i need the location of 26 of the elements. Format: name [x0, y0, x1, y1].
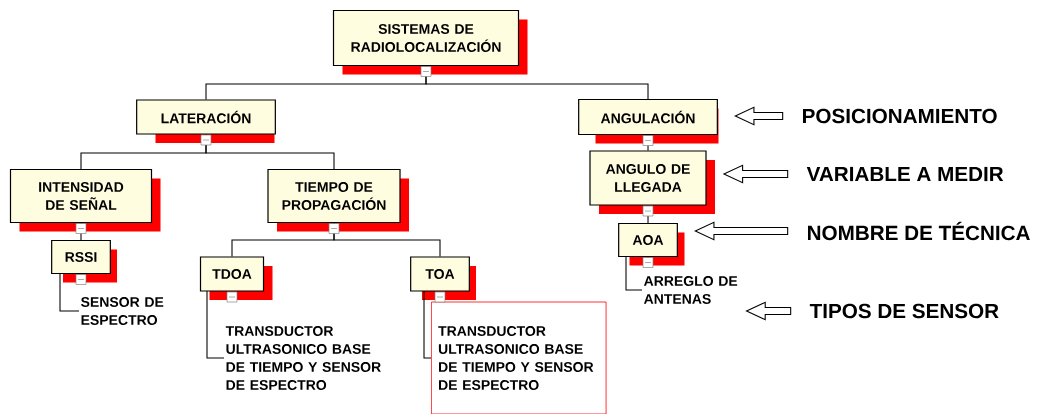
category-box: AOA [618, 222, 685, 266]
connector-line [625, 255, 643, 291]
hollow-arrow [734, 106, 784, 126]
outlined-text-box: TRANSDUCTOR ULTRASONICO BASE DE TIEMPO Y SENSOR DE ESPECTRO [431, 301, 607, 414]
category-box: ANGULACIÓN [578, 98, 719, 144]
hollow-arrow [694, 221, 789, 241]
connector-line [206, 290, 225, 359]
leaf-text: SENSOR DE ESPECTRO [81, 297, 164, 325]
category-box: TDOA [199, 256, 273, 300]
category-box: RSSI [51, 239, 117, 283]
side-label: POSICIONAMIENTO [803, 108, 997, 124]
category-box: TIEMPO DE PROPAGACIÓN [267, 168, 409, 232]
connector-line [59, 272, 80, 312]
side-label: TIPOS DE SENSOR [809, 303, 999, 319]
side-label: VARIABLE A MEDIR [806, 166, 1004, 182]
leaf-text: ARREGLO DE ANTENAS [643, 276, 738, 304]
category-box: ANGULO DE LLEGADA [589, 150, 715, 214]
category-box: LATERACIÓN [136, 99, 276, 143]
leaf-text: TRANSDUCTOR ULTRASONICO BASE DE TIEMPO Y SENSOR DE ESPECTRO [225, 326, 381, 390]
hollow-arrow [745, 301, 792, 321]
side-label: NOMBRE DE TÉCNICA [808, 221, 1030, 241]
category-box: INTENSIDAD DE SEÑAL [9, 168, 161, 232]
category-box: TOA [410, 256, 476, 300]
connector-line [423, 290, 432, 359]
category-box: SISTEMAS DE RADIOLOCALIZACIÓN [332, 9, 528, 75]
hollow-arrow [722, 164, 789, 184]
